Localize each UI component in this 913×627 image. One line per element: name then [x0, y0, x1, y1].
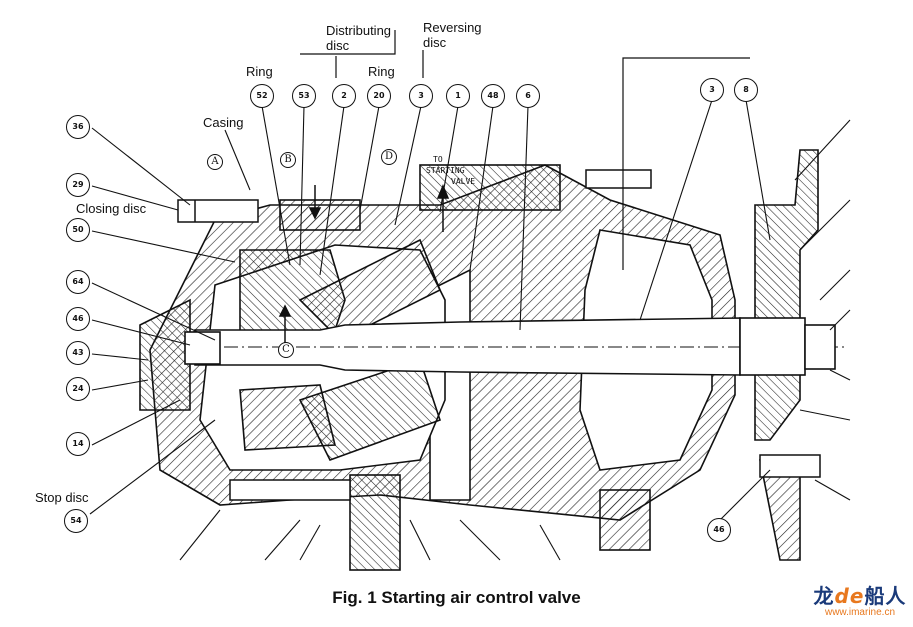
marker-a: A: [207, 154, 223, 170]
label-reversing-disc-2: disc: [423, 35, 447, 50]
leader-lines: [89, 99, 851, 561]
part-bubble-top-10: 8: [734, 78, 758, 102]
part-bubble-left-4: 64: [66, 270, 90, 294]
part-bubble-top-6: 1: [446, 84, 470, 108]
part-bubble-top-5: 3: [409, 84, 433, 108]
label-distributing-disc-1: Distributing: [326, 23, 392, 38]
part-bubble-left-2: 29: [66, 173, 90, 197]
part-bubble-top-3: 2: [332, 84, 356, 108]
dimension-frame: [300, 30, 750, 270]
part-bubble-left-8: 14: [66, 432, 90, 456]
label-starting: STARTING: [426, 166, 465, 175]
label-distributing-disc-2: disc: [326, 38, 350, 53]
part-bubble-top-4: 20: [367, 84, 391, 108]
shaft: [184, 317, 845, 376]
watermark-logo-text: 龙de船人: [812, 580, 908, 609]
part-bubble-left-1: 36: [66, 115, 90, 139]
watermark-logo: 龙de船人 www.imarine.cn: [812, 580, 908, 618]
bolts: [177, 169, 821, 501]
part-bubble-left-6: 43: [66, 341, 90, 365]
part-bubble-top-1: 52: [250, 84, 274, 108]
part-bubble-top-9: 3: [700, 78, 724, 102]
part-bubble-left-9: 54: [64, 509, 88, 533]
label-ring-right: Ring: [368, 64, 395, 79]
part-bubble-top-7: 48: [481, 84, 505, 108]
label-reversing-disc-1: Reversing: [423, 20, 482, 35]
watermark-logo-part1: 龙: [813, 584, 835, 608]
marker-d: D: [381, 149, 397, 165]
label-casing: Casing: [203, 115, 244, 130]
watermark-logo-part3: 船人: [864, 584, 907, 608]
part-bubble-left-7: 24: [66, 377, 90, 401]
flow-arrow: [278, 184, 450, 350]
part-bubble-top-8: 6: [516, 84, 540, 108]
label-stop-disc: Stop disc: [35, 490, 89, 505]
watermark-logo-part2: de: [834, 584, 865, 608]
part-bubble-left-3: 50: [66, 218, 90, 242]
part-bubble-left-5: 46: [66, 307, 90, 331]
label-valve: VALVE: [451, 177, 476, 186]
part-bubble-bottom-right: 46: [707, 518, 731, 542]
label-ring-left: Ring: [246, 64, 273, 79]
label-to: TO: [433, 155, 443, 164]
marker-b: B: [280, 152, 296, 168]
label-closing-disc: Closing disc: [76, 201, 147, 216]
marker-c: C: [278, 342, 294, 358]
part-bubble-top-2: 53: [292, 84, 316, 108]
watermark-url: www.imarine.cn: [824, 607, 896, 618]
figure-caption: Fig. 1 Starting air control valve: [332, 588, 581, 607]
